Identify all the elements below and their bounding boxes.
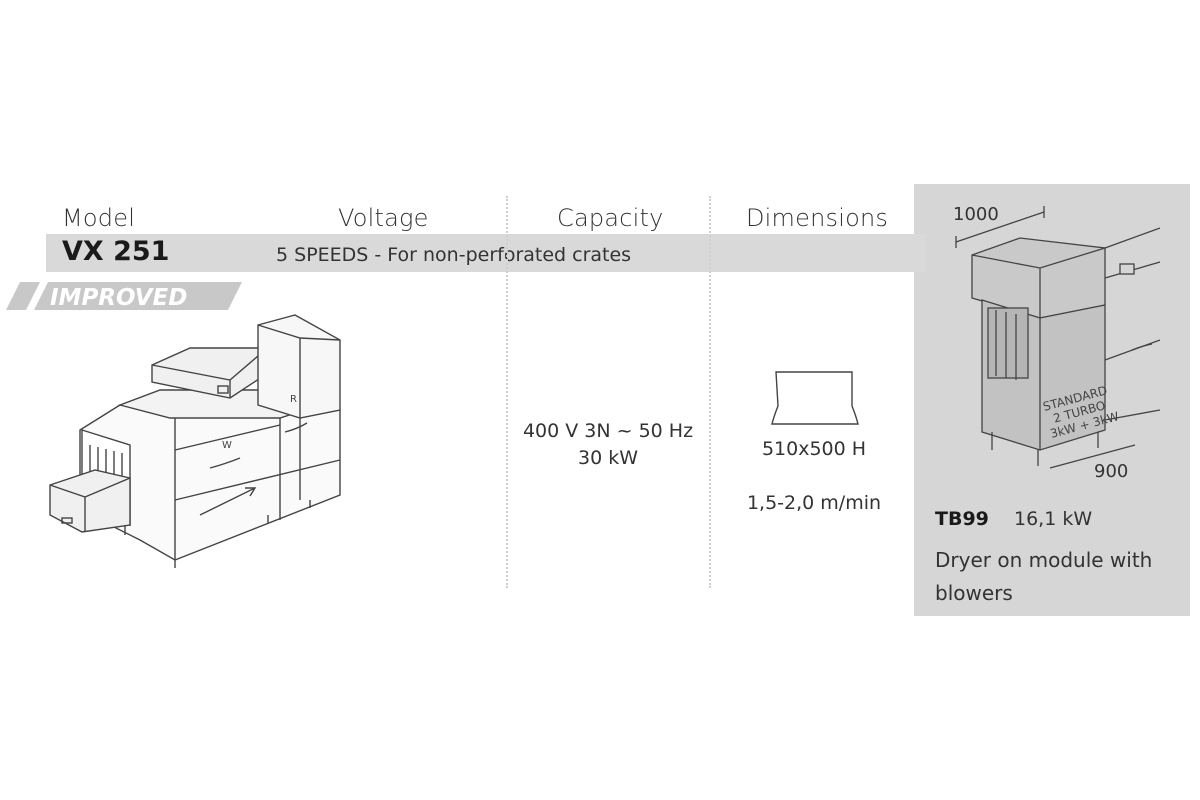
column-separator [506, 196, 508, 588]
improved-badge-text: IMPROVED [50, 285, 187, 311]
machine-illustration: W R [49, 314, 341, 568]
width-dimension: 1000 [953, 204, 999, 225]
speed-range: 1,5-2,0 m/min [746, 492, 882, 514]
header-dimensions: Dimensions [746, 204, 889, 232]
header-model: Model [62, 204, 136, 232]
model-name: VX 251 [62, 236, 170, 267]
depth-dimension: 900 [1094, 461, 1129, 482]
column-separator [709, 196, 711, 588]
header-capacity: Capacity [557, 204, 664, 232]
rinse-label: R [290, 394, 297, 405]
power-value: 30 kW [577, 447, 638, 469]
crate-dimensions: 510x500 H [761, 438, 867, 460]
improved-badge: IMPROVED [6, 282, 242, 311]
model-band [46, 234, 926, 272]
speeds-description: 5 SPEEDS - For non-perforated crates [276, 244, 632, 266]
header-voltage: Voltage [338, 204, 429, 232]
option-code: TB99 [935, 508, 989, 530]
dryer-illustration: STANDARD 2 TURBO 3kW + 3kW [955, 206, 1161, 469]
voltage-value: 400 V 3N ~ 50 Hz [522, 420, 694, 442]
option-description: Dryer on module with blowers [935, 548, 1153, 605]
crate-icon [771, 371, 859, 425]
wash-label: W [222, 440, 232, 451]
option-power: 16,1 kW [1014, 508, 1093, 530]
